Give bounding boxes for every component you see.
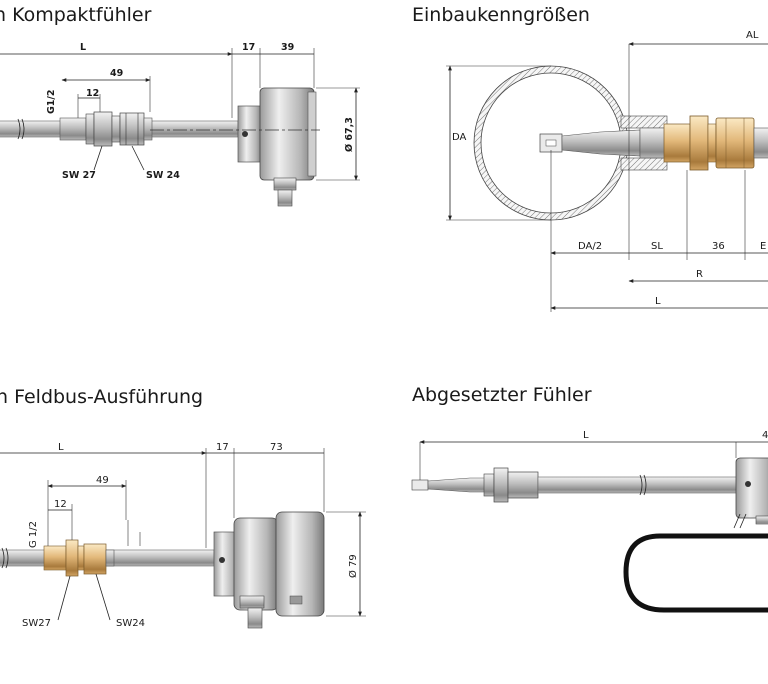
dim-49-fieldbus: 49 bbox=[96, 475, 109, 486]
heading-remote-sensor: Abgesetzter Fühler bbox=[412, 384, 592, 406]
probe-stem-remote bbox=[537, 476, 739, 494]
dim-E: E bbox=[760, 241, 766, 252]
housing-body bbox=[259, 87, 315, 181]
dim-4-remote: 4 bbox=[762, 430, 768, 441]
brass-hex-sw27 bbox=[65, 539, 79, 577]
dim-R: R bbox=[696, 269, 703, 280]
dim-DA-half: DA/2 bbox=[578, 241, 602, 252]
brass-hex-sw24 bbox=[715, 117, 755, 169]
drawing-installation-parameters: AL DA DA/2 SL 36 E R L bbox=[446, 30, 768, 312]
hex-sw27 bbox=[93, 111, 113, 147]
heading-installation-parameters: Einbaukenngrößen bbox=[412, 4, 590, 26]
thread-part bbox=[59, 117, 87, 141]
dim-73: 73 bbox=[270, 442, 283, 453]
brass-thread bbox=[663, 123, 691, 163]
weld-socket-bottom bbox=[620, 157, 668, 171]
dim-12: 12 bbox=[86, 88, 99, 99]
brass-thread-fieldbus bbox=[43, 545, 67, 571]
label-sw27-fieldbus: SW27 bbox=[22, 618, 51, 629]
housing-neck bbox=[237, 105, 263, 163]
weld-socket-top bbox=[620, 115, 668, 129]
hex-remote bbox=[493, 467, 509, 503]
hex-sw24 bbox=[119, 112, 145, 146]
dim-49: 49 bbox=[110, 68, 123, 79]
dim-L-install: L bbox=[655, 296, 661, 307]
dim-thread-fieldbus: G 1/2 bbox=[28, 521, 39, 548]
dim-diameter-67: Ø 67,3 bbox=[344, 117, 355, 152]
dim-L-remote: L bbox=[583, 430, 589, 441]
housing-screw bbox=[242, 131, 248, 137]
dim-DA: DA bbox=[452, 132, 467, 143]
dim-39: 39 bbox=[281, 42, 294, 53]
dim-SL: SL bbox=[651, 241, 663, 252]
dim-length-L: L bbox=[80, 42, 86, 53]
connection-cable bbox=[623, 533, 768, 613]
heading-fieldbus-version: n Feldbus-Ausführung bbox=[0, 386, 204, 408]
dim-AL: AL bbox=[746, 30, 759, 41]
probe-tip-remote bbox=[411, 479, 429, 491]
dim-12-fieldbus: 12 bbox=[54, 499, 67, 510]
dim-17-fieldbus: 17 bbox=[216, 442, 229, 453]
label-sw24: SW 24 bbox=[146, 170, 180, 181]
housing-right-fieldbus bbox=[275, 511, 325, 617]
dim-36: 36 bbox=[712, 241, 725, 252]
label-sw24-fieldbus: SW24 bbox=[116, 618, 145, 629]
brass-hex-sw24-fieldbus bbox=[83, 543, 107, 575]
break-mark bbox=[17, 118, 25, 140]
heading-compact-sensor: n Kompaktfühler bbox=[0, 4, 152, 26]
nut-sw27 bbox=[85, 113, 95, 145]
dim-L-fieldbus: L bbox=[58, 442, 64, 453]
drawing-fieldbus-version: L 17 73 49 12 G 1/2 Ø 79 SW27 SW24 bbox=[0, 442, 366, 629]
dim-diameter-79: Ø 79 bbox=[347, 554, 359, 578]
cable-gland bbox=[273, 177, 297, 191]
dim-17: 17 bbox=[242, 42, 255, 53]
label-sw27: SW 27 bbox=[62, 170, 96, 181]
drawing-remote-sensor: L 4 bbox=[411, 430, 768, 613]
gland-fieldbus bbox=[239, 595, 265, 609]
housing-remote bbox=[735, 457, 768, 519]
brass-hex-nut bbox=[689, 115, 709, 171]
dim-thread-g12: G1/2 bbox=[46, 90, 57, 115]
drawing-compact-sensor: L 17 39 49 12 G1/2 Ø 67,3 SW 27 SW 24 bbox=[0, 42, 360, 207]
